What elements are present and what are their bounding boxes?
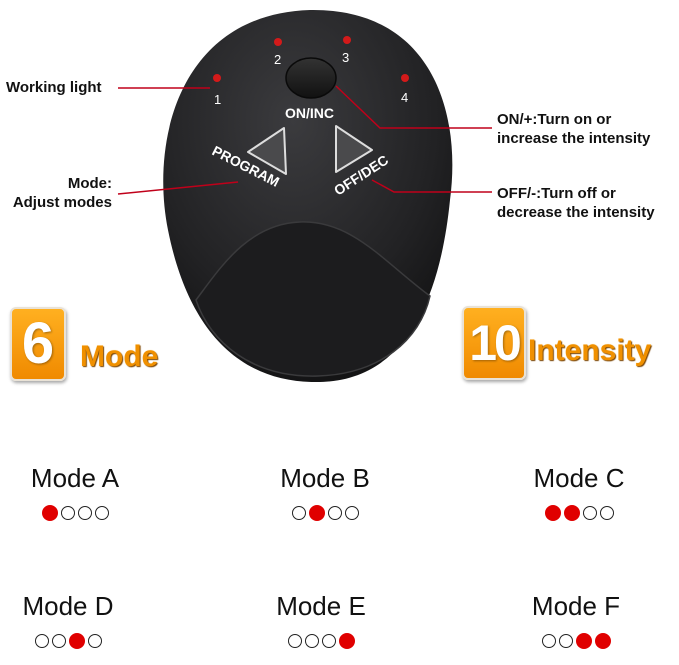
off-callout-line1: OFF/-:Turn off or: [497, 185, 616, 202]
mode-title: Mode E: [276, 591, 366, 621]
mode-indicator-dots: [0, 505, 150, 526]
mode-callout-line1: Mode:: [67, 175, 112, 192]
light-on-icon: [594, 633, 611, 649]
led-number-2: 2: [274, 52, 281, 67]
on-callout: ON/+:Turn on or increase the intensity: [497, 110, 650, 148]
callout-line-on: [335, 85, 492, 129]
off-callout: OFF/-:Turn off or decrease the intensity: [497, 184, 655, 222]
mode-indicator-dots: [501, 633, 651, 654]
mode-badge-word: Mode: [80, 340, 159, 373]
light-off-icon: [304, 634, 319, 648]
mode-d-card: Mode D: [0, 590, 143, 654]
mode-title: Mode C: [533, 463, 625, 493]
mode-b-card: Mode B: [250, 462, 400, 526]
light-off-icon: [541, 634, 556, 648]
on-callout-line2: increase the intensity: [497, 130, 651, 147]
led-number-1: 1: [214, 92, 221, 107]
led-4-icon: [401, 74, 409, 82]
light-off-icon: [599, 506, 614, 520]
mode-c-card: Mode C: [504, 462, 654, 526]
led-2-icon: [274, 38, 282, 46]
mode-indicator-dots: [246, 633, 396, 654]
mode-e-card: Mode E: [246, 590, 396, 654]
working-light-text: Working light: [6, 79, 102, 96]
mode-callout-line2: Adjust modes: [12, 194, 112, 211]
light-off-icon: [327, 506, 342, 520]
light-off-icon: [34, 634, 49, 648]
light-on-icon: [338, 633, 355, 649]
on-inc-button[interactable]: [285, 57, 337, 99]
intensity-count-badge: 10: [462, 306, 526, 380]
mode-callout: Mode: Adjust modes: [0, 174, 112, 212]
mode-a-card: Mode A: [0, 462, 150, 526]
on-callout-line1: ON/+:Turn on or: [497, 111, 612, 128]
light-on-icon: [563, 505, 580, 521]
off-dec-button[interactable]: [335, 125, 373, 173]
light-off-icon: [344, 506, 359, 520]
on-inc-label: ON/INC: [285, 105, 334, 121]
light-on-icon: [575, 633, 592, 649]
light-off-icon: [77, 506, 92, 520]
led-number-4: 4: [401, 90, 408, 105]
led-3-icon: [343, 36, 351, 44]
light-off-icon: [94, 506, 109, 520]
light-off-icon: [51, 634, 66, 648]
light-off-icon: [60, 506, 75, 520]
mode-indicator-dots: [0, 633, 143, 654]
device-lower-pad: [195, 221, 431, 377]
program-button[interactable]: [247, 127, 287, 175]
light-on-icon: [41, 505, 58, 521]
intensity-badge-word: Intensity: [528, 334, 652, 367]
mode-indicator-dots: [504, 505, 654, 526]
mode-title: Mode D: [22, 591, 114, 621]
light-on-icon: [308, 505, 325, 521]
mode-title: Mode F: [531, 591, 621, 621]
callout-line-off: [371, 179, 492, 193]
callout-line-mode: [117, 181, 239, 195]
light-on-icon: [68, 633, 85, 649]
off-callout-line2: decrease the intensity: [497, 204, 655, 221]
led-1-icon: [213, 74, 221, 82]
light-on-icon: [544, 505, 561, 521]
light-off-icon: [558, 634, 573, 648]
light-off-icon: [321, 634, 336, 648]
light-off-icon: [87, 634, 102, 648]
mode-f-card: Mode F: [501, 590, 651, 654]
light-off-icon: [287, 634, 302, 648]
mode-indicator-dots: [250, 505, 400, 526]
device-illustration: 1 2 3 4 ON/INC PROGRAM OFF/DEC: [117, 9, 492, 383]
light-off-icon: [582, 506, 597, 520]
led-number-3: 3: [342, 50, 349, 65]
mode-title: Mode B: [280, 463, 370, 493]
mode-count-badge: 6: [10, 307, 66, 381]
light-off-icon: [291, 506, 306, 520]
working-light-callout: Working light: [6, 78, 102, 97]
mode-title: Mode A: [30, 463, 120, 493]
